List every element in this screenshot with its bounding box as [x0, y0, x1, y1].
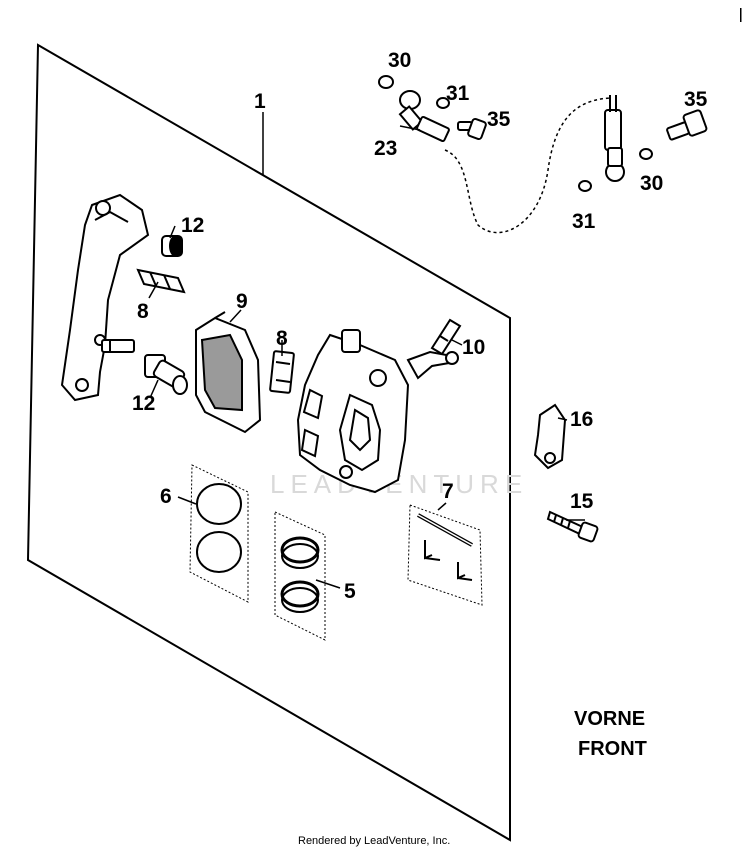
- washer-30-left: [378, 75, 394, 89]
- pin-kit-7: [407, 504, 483, 606]
- callout-8-top: 8: [137, 300, 149, 323]
- position-label-front: FRONT: [578, 738, 647, 760]
- banjo-fitting-right: [604, 95, 625, 182]
- seals-5: [274, 511, 326, 641]
- assembly-panel: [26, 43, 511, 842]
- callout-6: 6: [160, 485, 172, 508]
- washer-30-right: [639, 148, 653, 160]
- pin-12-bottom: [144, 354, 188, 395]
- footer-credit: Rendered by LeadVenture, Inc.: [298, 835, 450, 847]
- callout-23: 23: [374, 137, 397, 160]
- pistons-6: [189, 464, 249, 603]
- callout-5: 5: [344, 580, 356, 603]
- washer-31-right: [578, 180, 592, 192]
- callout-16: 16: [570, 408, 593, 431]
- guide-pin: [101, 339, 135, 353]
- bleeder-10: [406, 318, 462, 380]
- bolt-15: [546, 510, 599, 543]
- callout-35-left: 35: [487, 108, 511, 131]
- callout-31-right: 31: [572, 210, 596, 233]
- callout-10: 10: [462, 336, 485, 359]
- callout-8-mid: 8: [276, 327, 288, 350]
- banjo-fitting-23: [398, 90, 450, 143]
- corner-mark: [740, 8, 742, 22]
- callout-12-top: 12: [181, 214, 204, 237]
- banjo-bolt-35-right: [666, 109, 708, 141]
- pad-spring-8-top: [136, 268, 186, 294]
- callout-30-left: 30: [388, 49, 411, 72]
- brake-pad-9: [195, 311, 262, 434]
- callout-1: 1: [254, 90, 266, 113]
- caliper-bracket: [60, 193, 150, 402]
- callout-35-right: 35: [684, 88, 708, 111]
- leader-lines: [148, 112, 585, 589]
- bracket-16: [533, 403, 567, 470]
- callout-30-right: 30: [640, 172, 663, 195]
- callout-15: 15: [570, 490, 594, 513]
- boot-12-top: [161, 235, 183, 257]
- washer-31-left: [436, 97, 450, 109]
- callout-12-bottom: 12: [132, 392, 155, 415]
- callout-9: 9: [236, 290, 248, 313]
- position-label-vorne: VORNE: [574, 708, 645, 730]
- banjo-bolt-35-left: [457, 117, 487, 141]
- callout-7: 7: [442, 480, 454, 503]
- pad-spring-8-mid: [269, 350, 295, 394]
- brake-hose: [378, 75, 708, 234]
- caliper-body: [296, 329, 410, 494]
- callout-31-left: 31: [446, 82, 470, 105]
